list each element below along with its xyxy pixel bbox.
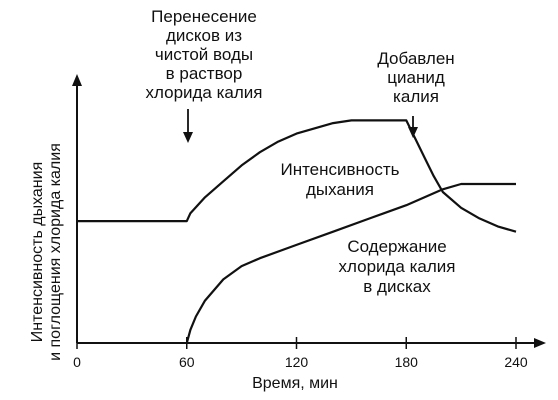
annotation-1-line-1: Перенесение: [151, 7, 257, 26]
x-ticks: 0 60 120 180 240: [73, 337, 528, 370]
series-1-label-line-1: Интенсивность: [280, 160, 399, 179]
y-axis-label-line-1: Интенсивность дыхания: [29, 162, 46, 343]
x-tick-label-180: 180: [395, 354, 419, 370]
y-axis-label-line-2: и поглощения хлорида калия: [47, 143, 64, 361]
series-2-label-line-1: Содержание: [347, 237, 446, 256]
series-lines: [77, 119, 517, 344]
annotation-2-arrow-head: [408, 127, 418, 138]
series-2-label-line-3: в дисках: [363, 277, 431, 296]
x-axis-arrowhead: [534, 338, 546, 348]
series-line-1: [77, 119, 517, 233]
axes: [72, 74, 546, 348]
annotation-1-line-2: дисков из: [166, 26, 242, 45]
annotation-2-line-3: калия: [393, 87, 439, 106]
annotation-1-line-4: в раствор: [166, 64, 243, 83]
series-2-label-line-2: хлорида калия: [339, 257, 456, 276]
x-tick-label-60: 60: [179, 354, 195, 370]
annotation-2-line-1: Добавлен: [377, 49, 454, 68]
y-axis-arrowhead: [72, 74, 82, 86]
series-line-2: [185, 182, 516, 344]
annotation-1-arrow-head: [183, 132, 193, 143]
x-tick-label-120: 120: [285, 354, 309, 370]
series-1-label-line-2: дыхания: [306, 180, 374, 199]
x-axis-label: Время, мин: [252, 375, 338, 392]
annotation-2-line-2: цианид: [387, 68, 445, 87]
x-tick-label-0: 0: [73, 354, 81, 370]
annotation-1-line-5: хлорида калия: [146, 83, 263, 102]
x-tick-label-240: 240: [504, 354, 528, 370]
annotation-1-line-3: чистой воды: [155, 45, 253, 64]
